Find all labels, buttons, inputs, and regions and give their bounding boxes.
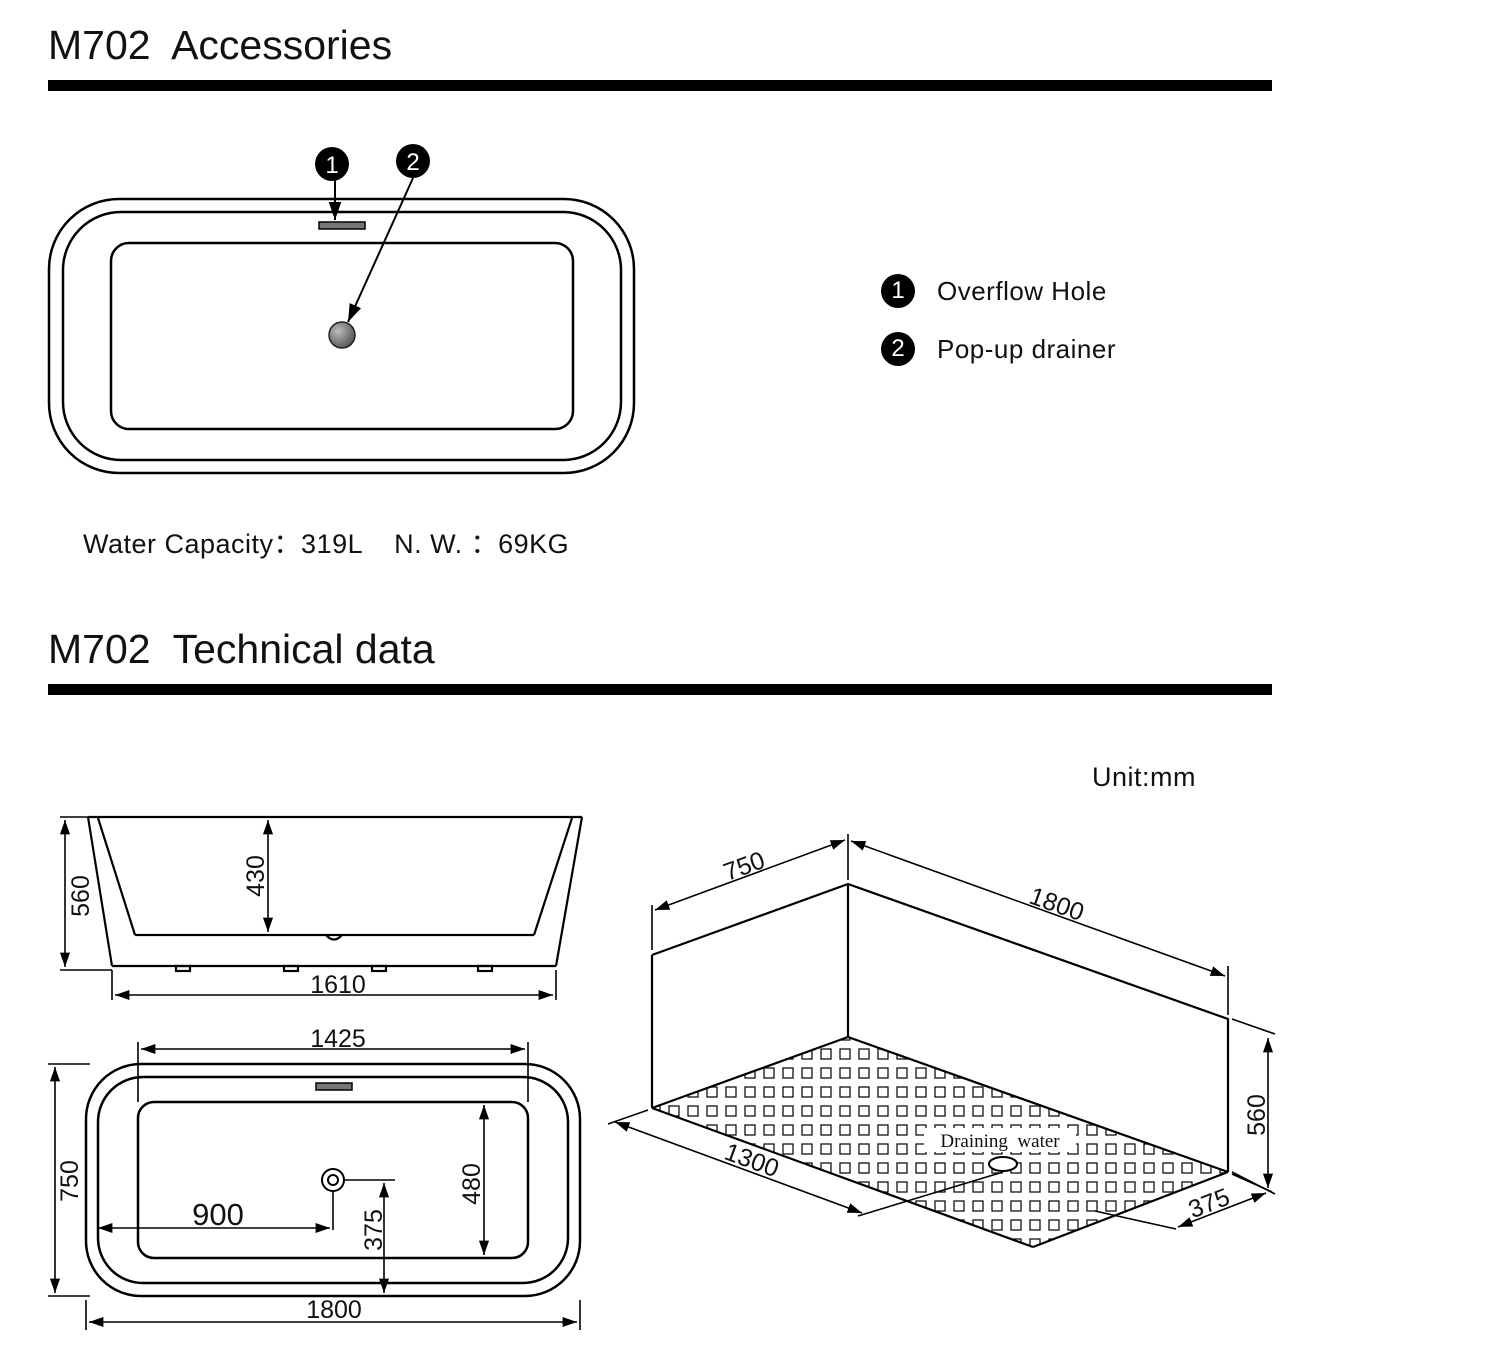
dim-top-drain-x: 900 bbox=[192, 1197, 244, 1232]
top-view-drain-icon bbox=[321, 1168, 345, 1192]
drain-label-background bbox=[924, 1128, 1076, 1152]
dim-iso-length: 1800 bbox=[1026, 882, 1088, 927]
dim-side-depth: 430 bbox=[242, 855, 270, 897]
legend-label-overflow-hole: Overflow Hole bbox=[937, 275, 1107, 306]
dim-iso-height: 560 bbox=[1243, 1094, 1271, 1136]
side-view-dimensions bbox=[59, 816, 557, 1001]
legend-number-2: 2 bbox=[881, 332, 915, 366]
iso-drain-icon bbox=[988, 1156, 1018, 1172]
callout-marker-1: 1 bbox=[315, 147, 349, 181]
top-view-overflow-icon bbox=[315, 1082, 353, 1091]
dim-side-height: 560 bbox=[67, 875, 95, 917]
dim-top-inner-length: 1425 bbox=[310, 1025, 366, 1053]
accessories-divider bbox=[48, 80, 1272, 91]
technical-title: M702 Technical data bbox=[48, 626, 435, 672]
top-view bbox=[84, 1062, 582, 1298]
callout-2-leader bbox=[347, 177, 414, 323]
top-view-dimensions bbox=[48, 1042, 581, 1330]
accessories-tub-top-view bbox=[47, 197, 636, 475]
legend-label-popup-drainer: Pop-up drainer bbox=[937, 333, 1116, 364]
dim-side-bottom-length: 1610 bbox=[310, 971, 366, 999]
callout-1-text: 1 bbox=[325, 152, 338, 179]
drain-icon bbox=[328, 321, 356, 349]
specs-text: Water Capacity：319L N. W. ：69KG bbox=[83, 529, 570, 559]
technical-divider bbox=[48, 684, 1272, 695]
dim-iso-drain-y: 375 bbox=[1185, 1183, 1234, 1224]
dim-top-inner-width: 480 bbox=[458, 1163, 486, 1205]
dim-top-width: 750 bbox=[56, 1160, 84, 1202]
dim-top-length: 1800 bbox=[306, 1296, 362, 1324]
draining-water-label: Draining water bbox=[940, 1131, 1060, 1152]
side-view bbox=[86, 815, 584, 973]
dim-top-drain-y: 375 bbox=[360, 1209, 388, 1251]
callout-2-text: 2 bbox=[406, 149, 419, 176]
accessories-title: M702 Accessories bbox=[48, 22, 393, 68]
callout-marker-2: 2 bbox=[396, 144, 430, 178]
iso-dimensions bbox=[607, 834, 1276, 1230]
overflow-hole-icon bbox=[318, 221, 366, 230]
unit-label: Unit:mm bbox=[1092, 762, 1196, 792]
legend-number-1: 1 bbox=[881, 274, 915, 308]
legend-popup-drainer: 2 Pop-up drainer bbox=[881, 332, 1116, 366]
legend-overflow-hole: 1 Overflow Hole bbox=[881, 274, 1107, 308]
dim-iso-width: 750 bbox=[720, 846, 769, 887]
